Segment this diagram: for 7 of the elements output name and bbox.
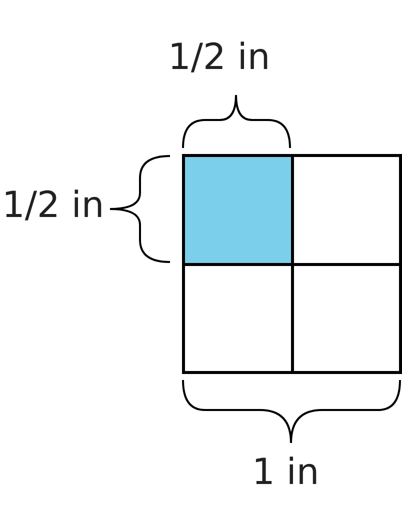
dimension-label: 1/2 in (2, 188, 104, 224)
grid-square (182, 263, 294, 374)
grid-square (291, 154, 402, 266)
dimension-label: 1 in (252, 455, 320, 491)
shaded-square (182, 154, 294, 266)
dimension-label: 1/2 in (168, 40, 270, 76)
grid-square (291, 263, 402, 374)
